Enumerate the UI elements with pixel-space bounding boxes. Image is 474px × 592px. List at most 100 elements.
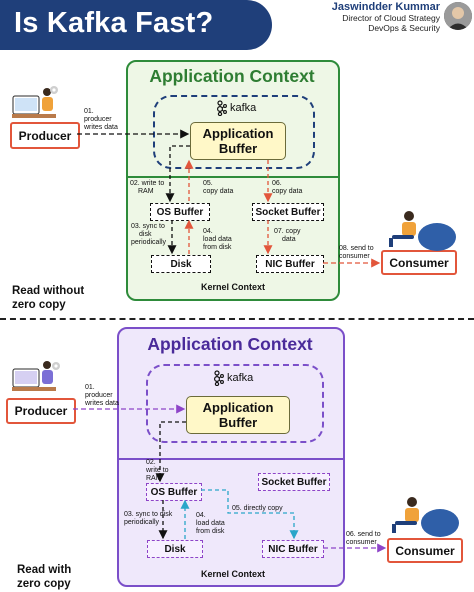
step-01-label-bottom: 01. producer writes data: [85, 384, 119, 408]
kernel-context-label-bottom: Kernel Context: [201, 569, 266, 579]
step-04-label-top: 04. load data from disk: [203, 228, 232, 252]
step-text: copy data: [272, 188, 303, 195]
producer-illustration-top: [12, 86, 58, 118]
consumer-illustration-bottom: [392, 497, 459, 537]
nic-buffer-bottom: NIC Buffer: [262, 540, 324, 558]
step-text: 01.: [85, 384, 95, 391]
title-banner: [0, 0, 272, 50]
step-text: 02.: [146, 459, 156, 466]
step-text: consumer: [346, 539, 377, 546]
step-text: 03. sync to disk: [124, 511, 173, 518]
author-name: Jaswindder Kummar: [331, 1, 440, 13]
application-buffer-bottom: Application Buffer: [186, 396, 290, 434]
nic-buffer-top: NIC Buffer: [256, 255, 324, 273]
step-05-label-bottom: 05. directly copy: [232, 505, 283, 513]
socket-buffer-bottom: Socket Buffer: [258, 473, 330, 491]
step-text: load data: [203, 236, 232, 243]
side-note-line2: zero copy: [17, 578, 71, 590]
step-01-label-top: 01. producer writes data: [84, 108, 118, 132]
step-text: periodically: [131, 239, 167, 246]
step-text: periodically: [124, 519, 160, 526]
arrow-02-bottom: [155, 421, 186, 483]
kafka-logo-text: kafka: [230, 102, 257, 114]
page-title: Is Kafka Fast?: [14, 7, 214, 39]
step-text: 07. copy: [274, 228, 301, 235]
side-note-line2: zero copy: [12, 299, 66, 311]
step-text: data: [282, 236, 296, 243]
socket-buffer-top: Socket Buffer: [252, 203, 324, 221]
os-buffer-bottom: OS Buffer: [146, 483, 202, 501]
producer-box-bottom: Producer: [6, 398, 76, 424]
step-06-label-bottom: 06. send to consumer: [346, 531, 381, 547]
step-04-label-bottom: 04. load data from disk: [196, 512, 225, 536]
side-note-bottom: Read with zero copy: [17, 563, 71, 591]
step-02-label-bottom: 02. write to RAM: [146, 459, 169, 483]
step-text: 02. write to: [130, 180, 165, 187]
avatar: [444, 2, 472, 30]
step-text: copy data: [203, 188, 234, 195]
step-text: 05. directly copy: [232, 505, 283, 512]
step-07-label-top: 07. copy data: [274, 228, 300, 244]
disk-bottom: Disk: [147, 540, 203, 558]
side-note-line1: Read with: [17, 564, 72, 576]
step-03-label-top: 03. sync to disk periodically: [131, 223, 166, 247]
step-text: RAM: [146, 475, 162, 482]
step-text: RAM: [138, 188, 154, 195]
step-text: producer: [85, 392, 113, 399]
step-text: 06.: [272, 180, 282, 187]
kernel-context-label-top: Kernel Context: [201, 282, 266, 292]
consumer-box-top: Consumer: [381, 250, 457, 275]
producer-box-top: Producer: [10, 122, 80, 149]
author-role-line1: Director of Cloud Strategy: [342, 13, 440, 23]
step-text: 01.: [84, 108, 94, 115]
step-text: from disk: [196, 528, 225, 535]
section-divider: [0, 318, 474, 320]
arrow-05-bottom: [201, 489, 299, 540]
step-08-label-top: 08. send to consumer: [339, 245, 374, 261]
step-text: 06. send to: [346, 531, 381, 538]
app-buffer-line2: Buffer: [218, 141, 258, 156]
arrow-02-top: [165, 145, 190, 203]
os-buffer-top: OS Buffer: [150, 203, 210, 221]
application-buffer-top: Application Buffer: [190, 122, 286, 160]
kafka-broker-frame-bottom: [146, 364, 324, 443]
side-note-top: Read without zero copy: [12, 284, 84, 312]
author-role: Director of Cloud Strategy DevOps & Secu…: [342, 13, 440, 33]
step-text: consumer: [339, 253, 370, 260]
step-05-label-top: 05. copy data: [203, 180, 233, 196]
step-text: load data: [196, 520, 225, 527]
step-text: producer: [84, 116, 112, 123]
kernel-divider-bottom: [117, 458, 343, 460]
side-note-line1: Read without: [12, 285, 85, 297]
author-role-line2: DevOps & Security: [368, 23, 440, 33]
step-02-label-top: 02. write to RAM: [130, 180, 164, 196]
step-text: from disk: [203, 244, 232, 251]
app-buffer-line1: Application: [202, 126, 274, 141]
consumer-illustration-top: [389, 211, 456, 251]
step-text: 08. send to: [339, 245, 374, 252]
step-text: 04.: [196, 512, 206, 519]
app-context-title-bottom: Application Context: [147, 334, 313, 354]
app-buffer-line2: Buffer: [218, 415, 258, 430]
step-text: write to: [146, 467, 169, 474]
step-text: writes data: [84, 124, 118, 131]
disk-top: Disk: [151, 255, 211, 273]
kafka-logo-bottom: kafka: [210, 370, 253, 386]
step-03-label-bottom: 03. sync to disk periodically: [124, 511, 172, 527]
producer-illustration-bottom: [12, 361, 60, 391]
kafka-logo-top: kafka: [213, 100, 256, 116]
kernel-divider-top: [126, 176, 338, 178]
step-text: disk: [139, 231, 152, 238]
app-context-title-top: Application Context: [149, 66, 315, 86]
kafka-icon: [213, 370, 224, 386]
app-buffer-line1: Application: [202, 400, 274, 415]
step-text: 04.: [203, 228, 213, 235]
step-06-label-top: 06. copy data: [272, 180, 302, 196]
step-text: 03. sync to: [131, 223, 165, 230]
kafka-icon: [216, 100, 227, 116]
step-text: writes data: [85, 400, 119, 407]
kafka-logo-text: kafka: [227, 372, 254, 384]
kafka-broker-frame-top: [153, 95, 315, 169]
consumer-box-bottom: Consumer: [387, 538, 463, 563]
